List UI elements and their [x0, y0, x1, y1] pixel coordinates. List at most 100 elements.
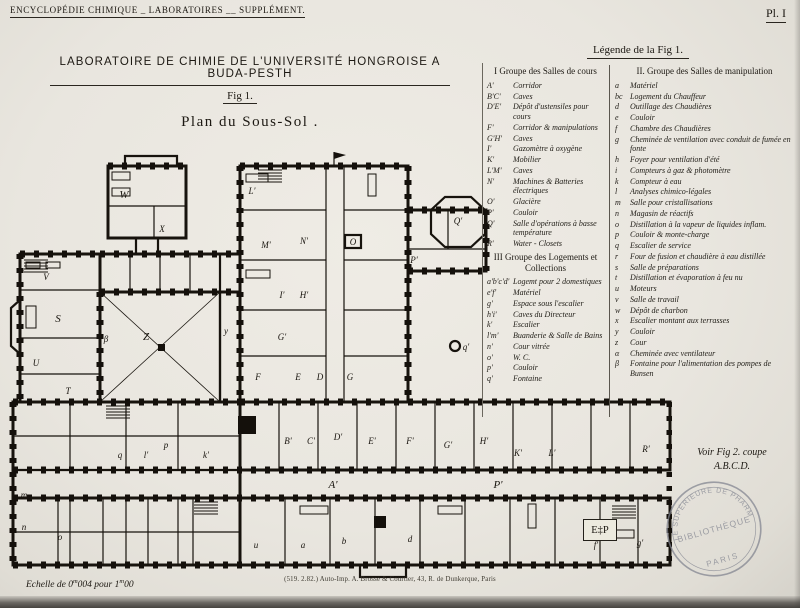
- room-label: b: [342, 536, 347, 546]
- legend-item: g' Espace sous l'escalier: [487, 299, 604, 309]
- legend-item: k Compteur à eau: [615, 177, 794, 187]
- legend-item: P' Couloir: [487, 208, 604, 218]
- room-label: G': [444, 440, 453, 450]
- room-label: U: [33, 358, 40, 368]
- legend-divider: [609, 65, 610, 417]
- legend-item-key: F': [487, 122, 494, 132]
- legend-group3-title: III Groupe des Logements et Collections: [493, 251, 598, 273]
- room-label: K': [513, 448, 523, 458]
- room-label: C': [307, 436, 316, 446]
- legend-item-key: a'b'c'd': [487, 277, 510, 287]
- legend-item-label: Cour: [630, 337, 647, 347]
- legend-item-key: e'f': [487, 288, 497, 298]
- legend-item-key: v: [615, 294, 619, 304]
- legend-item-key: x: [615, 316, 619, 326]
- legend-group3-items: a'b'c'd' Logemt pour 2 domestiques e'f' …: [487, 277, 604, 384]
- legend-item: Q' Salle d'opérations à basse températur…: [487, 219, 604, 239]
- legend-title: Légende de la Fig 1.: [482, 44, 794, 59]
- room-label: n: [22, 522, 27, 532]
- legend-item: e'f' Matériel: [487, 288, 604, 298]
- legend-item: L'M' Caves: [487, 166, 604, 176]
- legend-group1-title: I Groupe des Salles de cours: [494, 66, 597, 76]
- room-label: S: [55, 313, 61, 325]
- legend-item-label: Mobilier: [513, 155, 541, 165]
- room-label: T: [65, 386, 71, 396]
- legend-item-label: Corridor: [513, 80, 542, 90]
- furniture: [25, 171, 635, 539]
- room-label: G: [347, 372, 354, 382]
- legend-item-label: Caves: [513, 133, 533, 143]
- legend-item-key: i: [615, 165, 618, 175]
- legend-item-label: Buanderie & Salle de Bains: [513, 331, 603, 341]
- room-label: β: [103, 334, 109, 344]
- legend-item-label: Caves: [513, 165, 533, 175]
- legend-item-label: Escalier montant aux terrasses: [630, 316, 730, 326]
- room-label: o: [58, 532, 63, 542]
- room-label: A': [327, 479, 338, 491]
- legend-item-key: l: [615, 187, 618, 197]
- room-label: Q': [454, 216, 463, 226]
- legend-item-key: α: [615, 348, 620, 358]
- legend-item-label: Logement du Chauffeur: [630, 91, 706, 101]
- room-label: p: [163, 440, 169, 450]
- page-title: LABORATOIRE DE CHIMIE DE L'UNIVERSITÉ HO…: [50, 56, 450, 86]
- room-label: X: [158, 224, 165, 234]
- legend-item-label: Analyses chimico-légales: [630, 187, 712, 197]
- room-label: k': [203, 450, 210, 460]
- legend-item-key: q': [487, 374, 493, 384]
- legend-item-label: Dépôt de charbon: [630, 305, 688, 315]
- legend-item-key: s: [615, 262, 619, 272]
- room-label: I': [279, 290, 286, 300]
- legend-item: n Magasin de réactifs: [615, 209, 794, 219]
- legend-item-key: d: [615, 102, 619, 112]
- legend-item-label: Compteur à eau: [630, 176, 682, 186]
- legend-item-label: Salle d'opérations à basse température: [513, 218, 597, 238]
- room-label: R': [641, 444, 650, 454]
- room-label: a: [301, 540, 306, 550]
- legend-item-label: W. C.: [513, 352, 531, 362]
- header-series: ENCYCLOPÉDIE CHIMIQUE _ LABORATOIRES __ …: [10, 5, 306, 18]
- room-label: F: [254, 372, 261, 382]
- legend-item-label: Fontaine pour l'alimentation des pompes …: [630, 359, 772, 379]
- flag-icon: [333, 152, 346, 166]
- legend-item-label: Escalier de service: [630, 241, 691, 251]
- room-label: y: [223, 326, 228, 336]
- legend-item-label: Gazomètre à oxygène: [513, 144, 583, 154]
- legend-item-label: Outillage des Chaudières: [630, 102, 712, 112]
- room-label: D: [316, 372, 324, 382]
- legend-item-key: B'C': [487, 91, 501, 101]
- printer-imprint: (519. 2.82.) Auto-Imp. A. Brosse & Court…: [284, 576, 496, 583]
- legend-item-label: Compteurs à gaz & photomètre: [630, 165, 731, 175]
- legend-item-key: e: [615, 113, 619, 123]
- plate-number: Pl. I: [765, 6, 786, 23]
- see-also-note: Voir Fig 2. coupe A.B.C.D.: [697, 447, 767, 472]
- room-label: H': [299, 290, 309, 300]
- legend-item-key: k': [487, 320, 493, 330]
- room-label: F': [405, 436, 414, 446]
- stamp-bottom-text: PARIS: [705, 551, 740, 569]
- scan-edge-bottom: [0, 596, 800, 608]
- legend-item: a'b'c'd' Logemt pour 2 domestiques: [487, 277, 604, 287]
- legend-item-key: D'E': [487, 102, 502, 112]
- legend-item-label: Salle de préparations: [630, 262, 699, 272]
- legend-item-key: k: [615, 176, 619, 186]
- legend-group-1: I Groupe des Salles de cours A' Corridor…: [487, 66, 604, 249]
- legend-item: o Distillation à la vapeur de liquides i…: [615, 220, 794, 230]
- room-label: L': [548, 448, 557, 458]
- legend-item: N' Machines & Batteries électriques: [487, 177, 604, 197]
- legend-item: s Salle de préparations: [615, 263, 794, 273]
- room-label: G': [278, 332, 287, 342]
- legend-item-key: P': [487, 207, 494, 217]
- legend-item-key: L'M': [487, 165, 502, 175]
- legend-item: l'm' Buanderie & Salle de Bains: [487, 331, 604, 341]
- room-label: P': [492, 479, 503, 491]
- legend-item: z Cour: [615, 338, 794, 348]
- legend-item: F' Corridor & manipulations: [487, 123, 604, 133]
- stamp-center-text: BIBLIOTHÈQUE: [676, 514, 752, 545]
- legend-item: G'H' Caves: [487, 134, 604, 144]
- legend: Légende de la Fig 1. I Groupe des Salles…: [482, 44, 794, 417]
- room-label: D': [333, 432, 343, 442]
- legend-item: α Cheminée avec ventilateur: [615, 349, 794, 359]
- legend-item-key: z: [615, 337, 619, 347]
